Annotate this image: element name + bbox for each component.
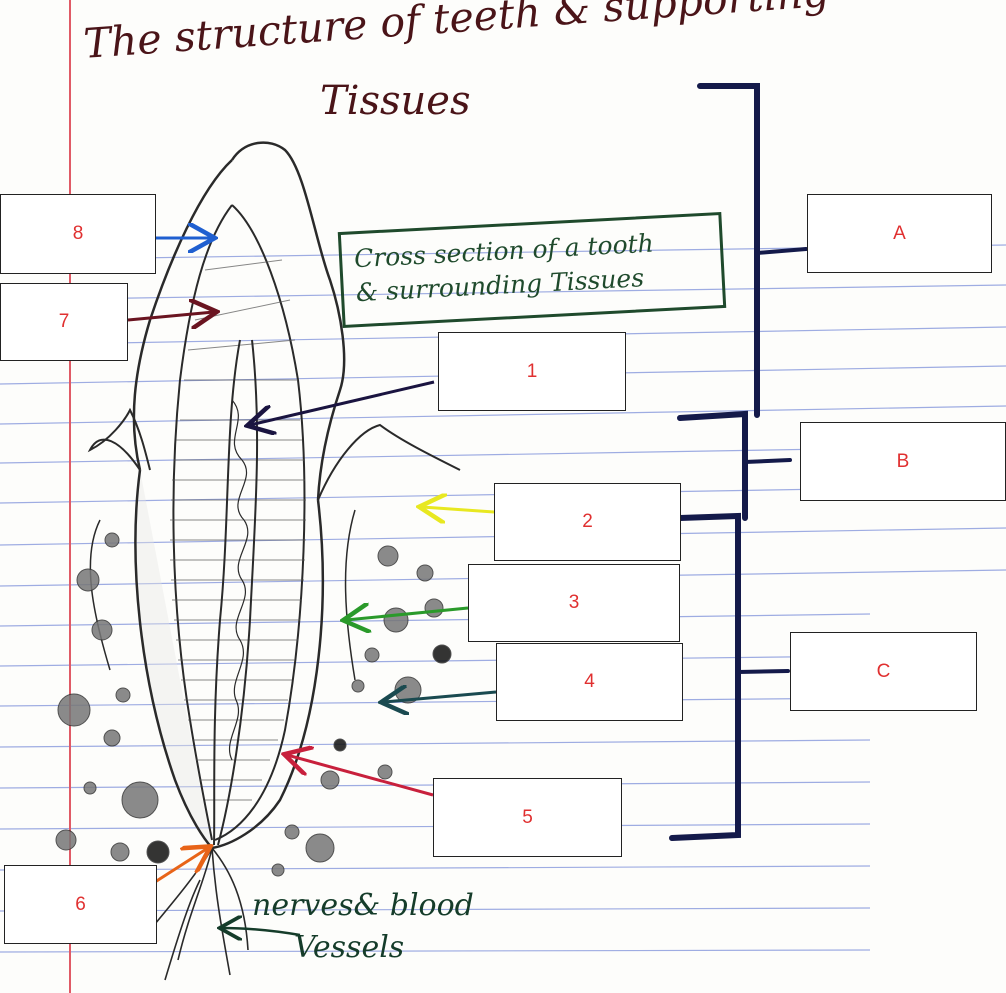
- label-box-b[interactable]: B: [800, 422, 1006, 501]
- nerves-annotation: nerves& blood Vessels: [252, 885, 474, 969]
- label-arrows: [127, 238, 497, 935]
- arrow-1: [250, 380, 435, 425]
- arrow-6: [154, 848, 208, 884]
- label-box-2[interactable]: 2: [494, 483, 681, 561]
- label-box-7[interactable]: 7: [0, 283, 128, 361]
- diagram-caption: Cross section of a tooth & surrounding T…: [337, 212, 727, 328]
- arrow-7: [127, 312, 214, 320]
- tissue-bracket: [669, 83, 808, 841]
- label-box-8[interactable]: 8: [0, 194, 156, 274]
- label-box-6[interactable]: 6: [4, 865, 157, 944]
- label-box-c[interactable]: C: [790, 632, 977, 711]
- arrow-nerves: [222, 928, 301, 935]
- nerves-line-2: Vessels: [294, 930, 405, 965]
- label-box-1[interactable]: 1: [438, 332, 626, 411]
- tooth-illustration: [55, 141, 461, 981]
- label-box-5[interactable]: 5: [433, 778, 622, 857]
- title-line-2: Tissues: [320, 78, 471, 124]
- arrow-3: [346, 608, 469, 620]
- arrow-2: [422, 507, 495, 512]
- arrow-4: [384, 692, 497, 702]
- nerves-line-1: nerves& blood: [252, 888, 474, 923]
- label-box-a[interactable]: A: [807, 194, 992, 273]
- arrow-5: [287, 755, 434, 797]
- label-box-3[interactable]: 3: [468, 564, 680, 642]
- label-box-4[interactable]: 4: [496, 643, 683, 721]
